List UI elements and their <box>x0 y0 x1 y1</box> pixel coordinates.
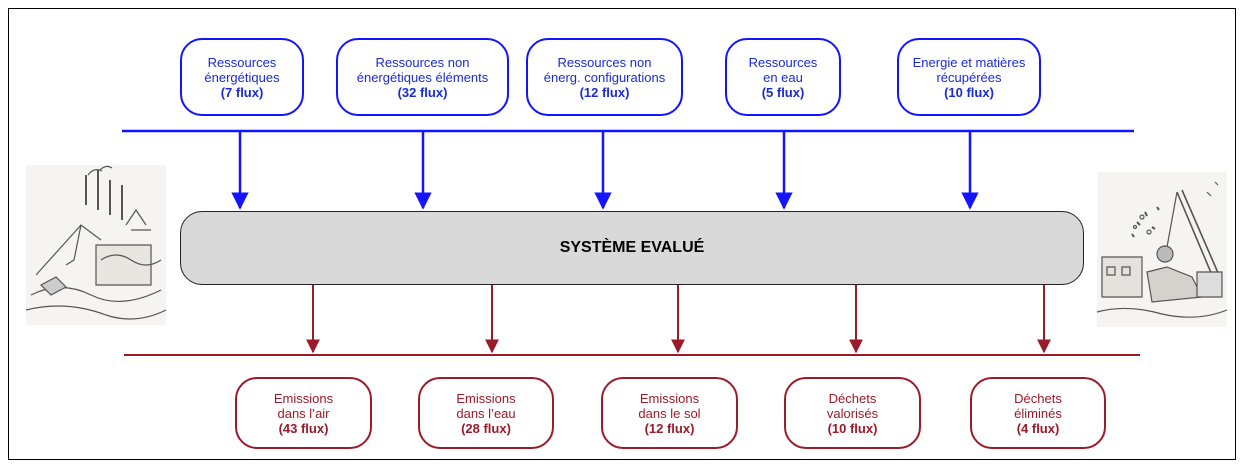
output-label-line2: dans le sol <box>638 405 701 421</box>
output-label-line1: Emissions <box>273 390 334 406</box>
output-flux-count: (4 flux) <box>1016 420 1060 436</box>
input-box: Ressources énergétiques (7 flux) <box>180 38 304 116</box>
output-flux-count: (10 flux) <box>827 420 878 436</box>
input-label-line1: Ressources non <box>375 54 470 70</box>
output-label-line2: dans l’eau <box>456 405 516 421</box>
output-box: Déchets éliminés (4 flux) <box>970 377 1106 449</box>
output-label-line2: valorisés <box>826 405 879 421</box>
input-box: Ressources en eau (5 flux) <box>725 38 841 116</box>
input-label-line2: récupérées <box>936 69 1002 85</box>
input-box: Ressources non énergétiques éléments (32… <box>336 38 509 116</box>
input-label-line1: Ressources <box>748 54 818 70</box>
input-flux-count: (10 flux) <box>944 84 994 100</box>
output-label-line2: dans l’air <box>277 405 330 421</box>
output-label-line1: Déchets <box>1014 390 1062 406</box>
input-label-line1: Energie et matières <box>912 54 1026 70</box>
output-flux-count: (28 flux) <box>461 420 511 436</box>
input-label-line1: Ressources non <box>557 54 652 70</box>
input-flux-count: (12 flux) <box>579 84 630 100</box>
output-label-line1: Déchets <box>828 390 877 406</box>
evaluated-system-box: SYSTÈME EVALUÉ <box>180 211 1084 285</box>
input-label-line1: Ressources <box>207 54 277 70</box>
input-label-line2: énergétiques éléments <box>356 69 489 85</box>
output-label-line1: Emissions <box>639 390 700 406</box>
output-label-line2: éliminés <box>1014 405 1062 421</box>
input-box: Ressources non énerg. configurations (12… <box>526 38 683 116</box>
output-label-line1: Emissions <box>456 390 516 406</box>
input-flux-count: (5 flux) <box>761 84 805 100</box>
input-label-line2: en eau <box>763 69 803 85</box>
output-box: Emissions dans l’air (43 flux) <box>235 377 372 449</box>
input-label-line2: énergétiques <box>204 69 280 85</box>
input-flux-count: (7 flux) <box>220 84 264 100</box>
output-flux-count: (12 flux) <box>644 420 695 436</box>
output-flux-count: (43 flux) <box>278 420 329 436</box>
input-flux-count: (32 flux) <box>397 84 448 100</box>
input-label-line2: énerg. configurations <box>543 69 666 85</box>
input-box: Energie et matières récupérées (10 flux) <box>897 38 1041 116</box>
output-box: Emissions dans le sol (12 flux) <box>601 377 738 449</box>
output-box: Emissions dans l’eau (28 flux) <box>418 377 554 449</box>
system-label: SYSTÈME EVALUÉ <box>559 239 705 256</box>
output-box: Déchets valorisés (10 flux) <box>784 377 921 449</box>
